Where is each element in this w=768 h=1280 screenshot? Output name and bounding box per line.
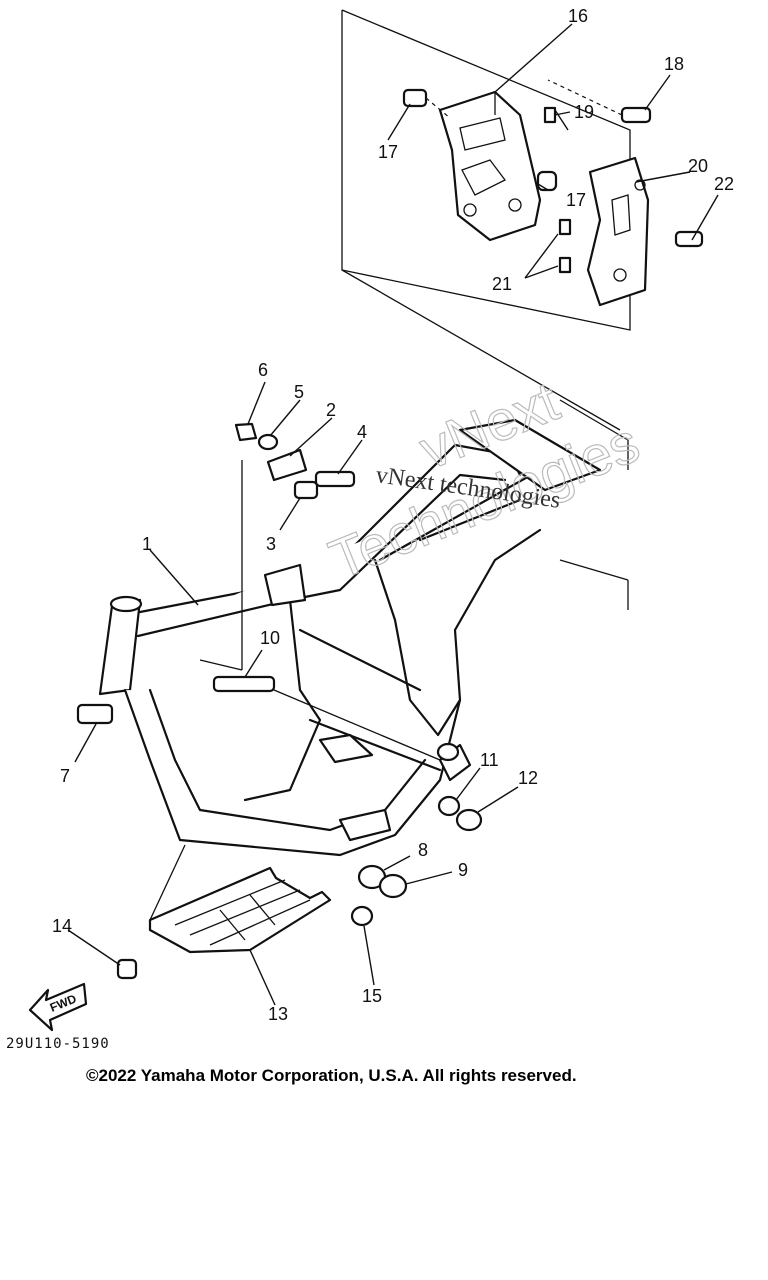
callout-12: 12 xyxy=(518,768,538,788)
collar-12 xyxy=(455,808,483,832)
bolt-3 xyxy=(293,480,319,500)
bolt-18 xyxy=(547,79,652,124)
bolt-22 xyxy=(674,230,704,248)
callout-18: 18 xyxy=(664,54,684,74)
bolt-17-left xyxy=(402,88,451,119)
callout-13: 13 xyxy=(268,1004,288,1024)
callout-14: 14 xyxy=(52,916,72,936)
document-id: 29U110-5190 xyxy=(6,1036,110,1052)
bracket-2 xyxy=(266,448,308,482)
bracket-16 xyxy=(438,90,542,242)
callout-8: 8 xyxy=(418,840,428,860)
nut-15 xyxy=(350,905,374,927)
callout-7: 7 xyxy=(60,766,70,786)
callout-3: 3 xyxy=(266,534,276,554)
callout-1: 1 xyxy=(142,534,152,554)
pad-19 xyxy=(543,106,557,124)
bracket-20 xyxy=(586,156,650,307)
bolt-17-center xyxy=(536,170,558,192)
callout-2: 2 xyxy=(326,400,336,420)
callout-labels: 16 17 17 18 19 20 21 22 6 5 2 4 3 1 10 7… xyxy=(52,6,734,1024)
callout-4: 4 xyxy=(357,422,367,442)
bolt-10 xyxy=(212,675,441,761)
bolt-14 xyxy=(116,958,138,980)
callout-15: 15 xyxy=(362,986,382,1006)
callout-17-center: 17 xyxy=(566,190,586,210)
fwd-arrow-icon: FWD xyxy=(28,982,88,1032)
washer-5 xyxy=(257,433,279,451)
collar-9 xyxy=(378,873,408,899)
nut-11 xyxy=(437,795,461,817)
callout-6: 6 xyxy=(258,360,268,380)
callout-19: 19 xyxy=(574,102,594,122)
callout-16: 16 xyxy=(568,6,588,26)
pad-21 xyxy=(558,218,572,274)
bolt-7 xyxy=(76,703,114,725)
inset-outline xyxy=(341,9,631,431)
leader-lines xyxy=(67,23,719,1006)
callout-20: 20 xyxy=(688,156,708,176)
bolt-4 xyxy=(314,470,356,488)
callout-22: 22 xyxy=(714,174,734,194)
callout-17-left: 17 xyxy=(378,142,398,162)
callout-9: 9 xyxy=(458,860,468,880)
callout-10: 10 xyxy=(260,628,280,648)
skid-plate-13 xyxy=(148,844,332,954)
callout-21: 21 xyxy=(492,274,512,294)
callout-11: 11 xyxy=(480,750,499,770)
callout-5: 5 xyxy=(294,382,304,402)
main-frame xyxy=(98,399,629,857)
nut-6 xyxy=(234,422,258,442)
copyright-notice: ©2022 Yamaha Motor Corporation, U.S.A. A… xyxy=(86,1066,577,1085)
